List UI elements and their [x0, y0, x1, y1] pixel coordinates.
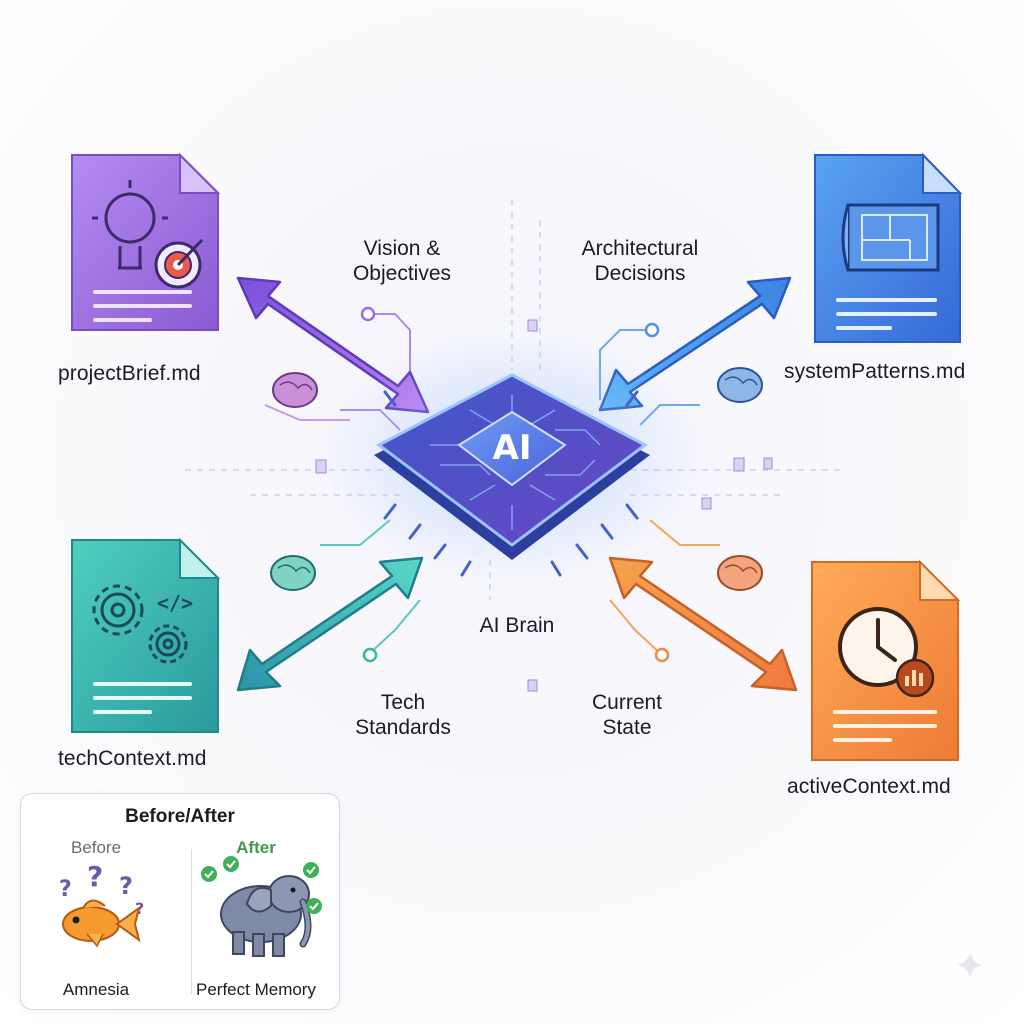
chart-icon: [895, 658, 935, 698]
panel-divider: [191, 849, 192, 994]
arrow-label-line: State: [602, 716, 652, 739]
clock-icon: [838, 607, 918, 687]
arrow-label-vision: Vision & Objectives: [302, 236, 502, 286]
brain-icon: [717, 367, 763, 403]
before-caption: Amnesia: [62, 980, 130, 999]
sparkle-icon: [957, 952, 983, 978]
arrow-label-line: Current: [591, 691, 663, 714]
gears-icon: [92, 584, 188, 664]
mini-document-icons: [315, 319, 773, 692]
arrow-label-architecture: Architectural Decisions: [540, 236, 740, 286]
chip-ai-text: AI: [493, 428, 532, 468]
arrow-label-tech: Tech Standards: [303, 690, 503, 740]
question-mark-icon: ?: [87, 860, 103, 893]
before-heading: Before: [70, 838, 122, 857]
center-label: AI Brain: [479, 614, 555, 637]
after-caption: Perfect Memory: [196, 980, 316, 999]
code-icon: </>: [157, 591, 193, 615]
arrow-bottom-right: [608, 556, 798, 692]
panel-title: Before/After: [125, 806, 235, 827]
file-system-patterns: [814, 152, 963, 343]
ai-chip: AI: [322, 335, 702, 577]
question-mark-icon: ?: [59, 877, 72, 902]
brain-icon: [272, 372, 318, 408]
file-project-brief: [71, 152, 221, 331]
arrow-label-line: Objectives: [352, 262, 452, 285]
file-name-system-patterns: systemPatterns.md: [784, 360, 966, 383]
file-name-project-brief: projectBrief.md: [58, 362, 201, 385]
arrow-label-line: Tech: [380, 691, 426, 714]
file-tech-context: </>: [71, 537, 221, 733]
after-heading: After: [236, 838, 276, 857]
before-after-panel: Before/After Before After ? ? ? ?: [20, 793, 340, 1010]
arrow-label-current: Current State: [527, 690, 727, 740]
svg-text:</>: </>: [157, 591, 193, 615]
file-active-context: [811, 559, 961, 761]
arrow-label-line: Standards: [355, 716, 451, 739]
arrow-label-line: Vision &: [363, 237, 441, 260]
target-icon: [154, 238, 204, 289]
file-name-tech-context: techContext.md: [58, 747, 207, 770]
question-mark-icon: ?: [119, 872, 133, 900]
panel-graphics: ? ? ? ?: [59, 856, 322, 957]
brain-icon: [717, 555, 763, 591]
goldfish-icon: [62, 899, 141, 948]
file-name-active-context: activeContext.md: [787, 775, 951, 798]
arrow-label-line: Decisions: [594, 262, 686, 285]
blueprint-icon: [841, 203, 940, 272]
trace-nodes: [360, 306, 670, 663]
elephant-icon: [220, 875, 312, 957]
arrow-label-line: Architectural: [581, 237, 699, 260]
brain-icon: [270, 555, 316, 591]
arrow-bottom-left: [236, 556, 424, 692]
lightbulb-icon: [92, 180, 168, 270]
check-icon: [201, 856, 322, 914]
